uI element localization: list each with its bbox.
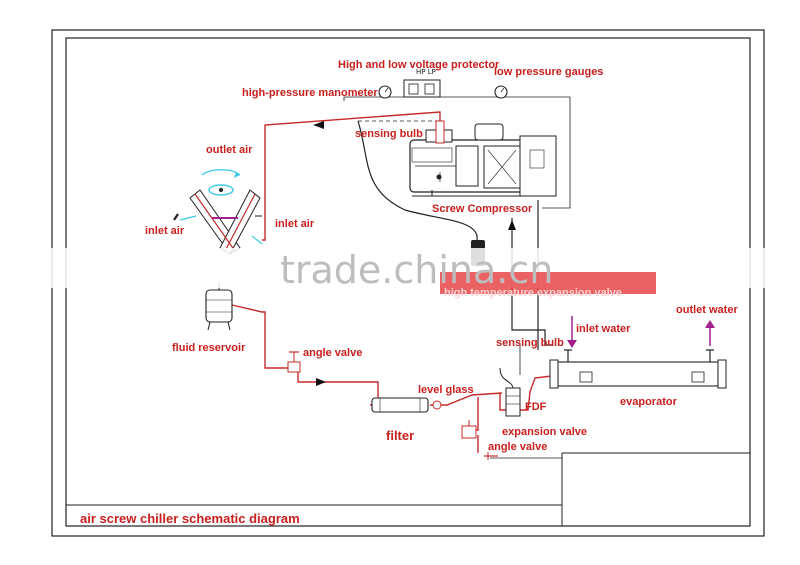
label-hte-valve: high temperature expansion valve — [444, 287, 622, 299]
flow-arrow-right-icon — [316, 378, 326, 386]
outlet-water-arrow-icon — [705, 320, 715, 346]
label-fdf: FDF — [525, 401, 547, 413]
label-fluid-reservoir: fluid reservoir — [172, 342, 246, 354]
evaporator-icon — [549, 349, 727, 389]
filter-icon — [371, 397, 429, 413]
condenser-fan-icon — [208, 184, 234, 196]
diagram-title: air screw chiller schematic diagram — [80, 511, 300, 526]
control-panel: HP LP — [343, 68, 571, 209]
label-inlet-air-left: inlet air — [145, 225, 185, 237]
fluid-reservoir-icon — [205, 282, 233, 331]
label-sensing-bulb-mid: sensing bulb — [496, 337, 564, 349]
label-screw-compressor: Screw Compressor — [432, 203, 533, 215]
label-expansion-valve: expansion valve — [502, 426, 587, 438]
screw-compressor-icon — [409, 123, 557, 197]
label-inlet-water: inlet water — [576, 323, 631, 335]
label-angle-valve-top: angle valve — [303, 347, 362, 359]
expansion-valve-icon — [461, 420, 477, 439]
label-inlet-air-right: inlet air — [275, 218, 315, 230]
label-sensing-bulb-top: sensing bulb — [355, 128, 423, 140]
label-hl-protector: High and low voltage protector — [338, 59, 500, 71]
label-outlet-air: outlet air — [206, 144, 253, 156]
level-glass-icon — [432, 400, 442, 410]
high-pressure-manometer-icon — [378, 85, 392, 99]
label-lp-gauges: low pressure gauges — [494, 66, 603, 78]
label-filter: filter — [386, 428, 414, 443]
low-pressure-gauge-icon — [494, 85, 508, 99]
angle-valve-top-icon — [287, 351, 301, 373]
label-evaporator: evaporator — [620, 396, 678, 408]
flow-arrow-left-icon — [313, 121, 324, 129]
label-hp-manometer: high-pressure manometer — [242, 87, 378, 99]
angle-valve-bottom-icon — [484, 452, 498, 460]
watermark-band: trade.china.cn — [0, 248, 800, 294]
inlet-water-arrow-icon — [567, 316, 577, 348]
label-angle-valve-bottom: angle valve — [488, 441, 547, 453]
label-level-glass: level glass — [418, 384, 474, 396]
fdf-valve-icon — [499, 367, 521, 417]
watermark-text: trade.china.cn — [280, 248, 553, 292]
svg-text:HP LP: HP LP — [416, 68, 436, 76]
label-outlet-water: outlet water — [676, 304, 738, 316]
refrigerant-lines — [231, 111, 561, 453]
air-condenser-icon — [173, 169, 263, 255]
